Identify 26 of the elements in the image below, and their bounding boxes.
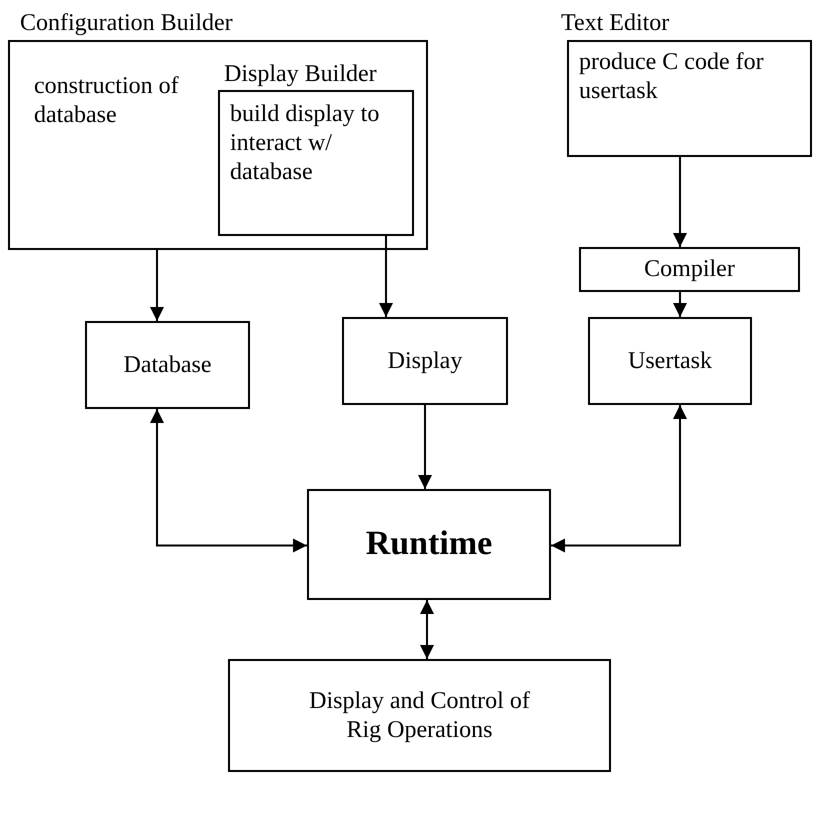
box-text: Database [124, 350, 212, 380]
box-title: Runtime [366, 524, 492, 564]
box-text: build display to interact w/ database [230, 100, 380, 186]
box-heading: Configuration Builder [20, 10, 233, 36]
arrow [150, 409, 307, 552]
box-text: construction of database [34, 72, 180, 130]
box-heading: Text Editor [561, 10, 670, 36]
box-text: Display and Control of Rig Operations [308, 686, 531, 744]
arrow [551, 405, 687, 552]
arrow [673, 292, 687, 317]
arrow [420, 600, 434, 659]
box-text: Compiler [644, 255, 735, 284]
box-heading: Display Builder [224, 61, 377, 88]
box-text: Display [388, 346, 462, 376]
process-box [85, 321, 250, 409]
box-text: produce C code for usertask [579, 48, 765, 106]
arrow [150, 250, 164, 321]
arrow [379, 234, 393, 317]
box-text: Usertask [628, 346, 712, 376]
process-box [228, 659, 611, 772]
arrow [673, 157, 687, 247]
arrow [418, 405, 432, 489]
process-box [342, 317, 508, 405]
process-box [588, 317, 752, 405]
process-box [579, 247, 800, 292]
process-box [307, 489, 551, 600]
